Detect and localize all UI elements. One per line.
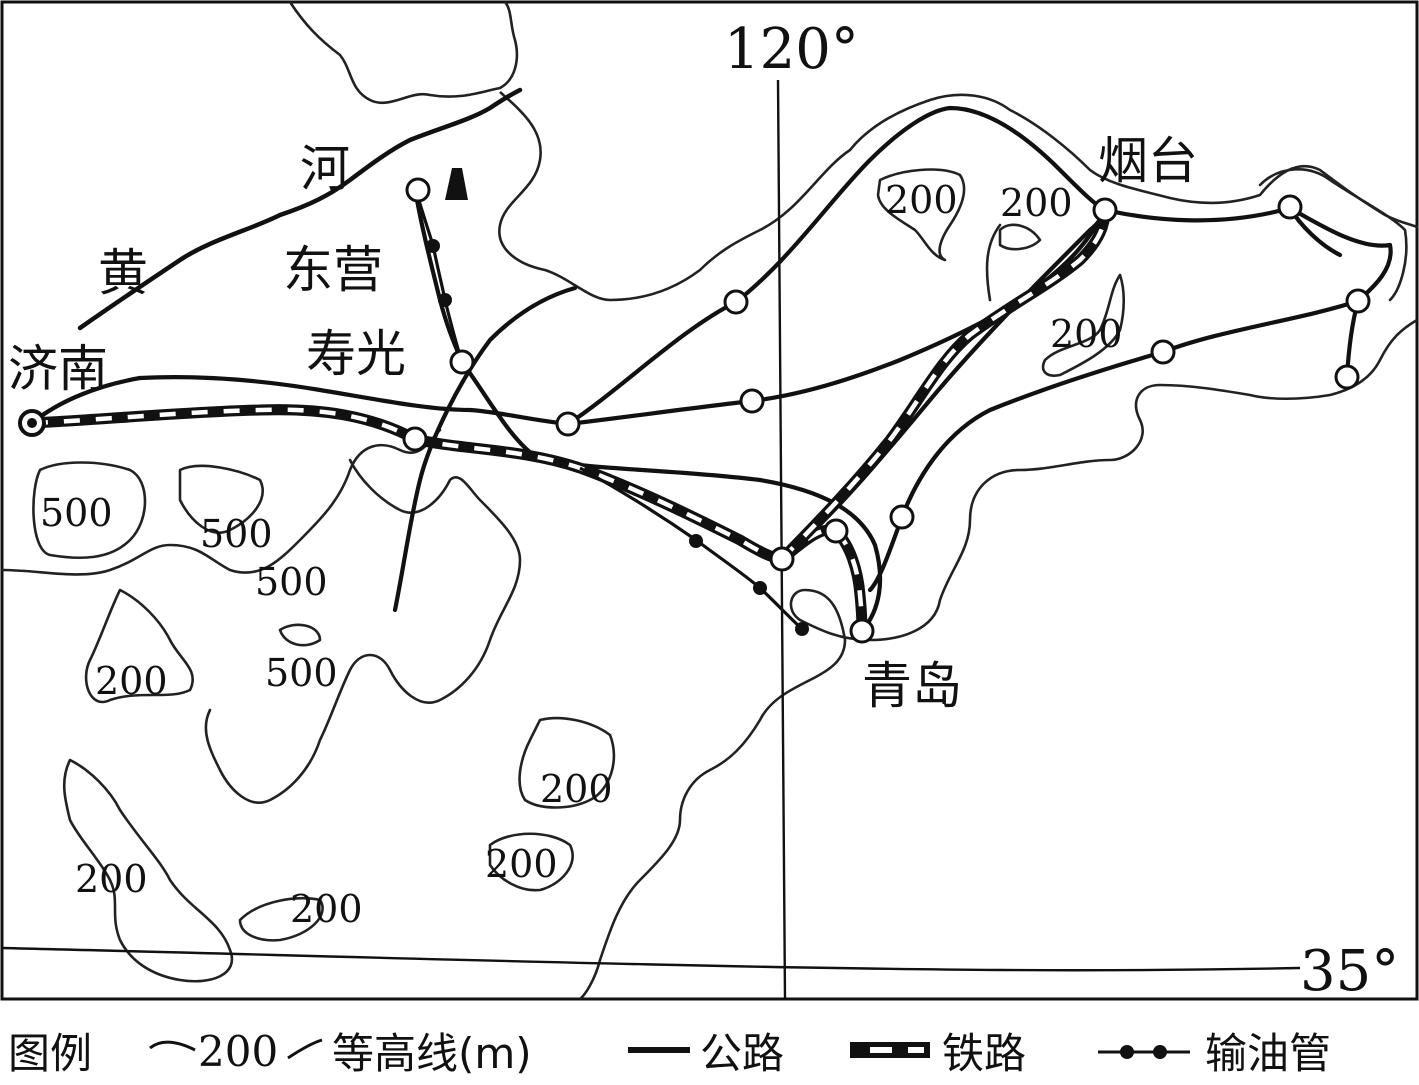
town-node bbox=[1277, 194, 1303, 220]
town-node bbox=[723, 289, 749, 315]
yellow-river bbox=[77, 87, 523, 331]
town-node bbox=[823, 518, 849, 544]
town-node bbox=[1150, 339, 1176, 365]
town-node bbox=[889, 504, 915, 530]
label-meridian-120: 120° bbox=[724, 17, 859, 82]
legend: 图例 200 等高线(m) 公路 铁路 输油管 bbox=[8, 1027, 1331, 1078]
legend-road-label: 公路 bbox=[700, 1029, 784, 1078]
city-jinan-center bbox=[27, 418, 37, 428]
meridian-120 bbox=[776, 79, 787, 1000]
contour-label: 200 bbox=[1000, 181, 1073, 225]
contour-label: 200 bbox=[290, 887, 363, 931]
label-jinan: 济南 bbox=[8, 340, 108, 398]
label-qingdao: 青岛 bbox=[862, 657, 962, 715]
city-yantai bbox=[1092, 197, 1118, 223]
railway-network bbox=[26, 204, 1111, 637]
city-nodes bbox=[18, 177, 1371, 644]
town-node bbox=[1345, 288, 1371, 314]
legend-railway-icon bbox=[850, 1042, 930, 1058]
label-yellow-river-huang: 黄 bbox=[98, 244, 148, 302]
legend-railway-label: 铁路 bbox=[942, 1029, 1026, 1078]
contour-label: 200 bbox=[75, 857, 148, 901]
legend-contour-sample-icon bbox=[149, 1040, 196, 1052]
contour-label: 200 bbox=[885, 178, 958, 222]
legend-contour-label: 等高线(m) bbox=[332, 1029, 532, 1078]
label-shouguang: 寿光 bbox=[306, 325, 406, 383]
town-node bbox=[402, 426, 428, 452]
label-yellow-river-he: 河 bbox=[300, 140, 350, 198]
contour-label: 200 bbox=[95, 659, 168, 703]
city-shouguang bbox=[449, 349, 475, 375]
legend-contour-value: 200 bbox=[198, 1027, 278, 1076]
legend-pipeline-icon bbox=[1098, 1045, 1190, 1059]
oil-pipelines bbox=[413, 187, 809, 636]
contour-labels: 200 200 200 500 500 500 500 200 200 200 … bbox=[40, 178, 1123, 931]
legend-title: 图例 bbox=[8, 1029, 92, 1078]
contour-lines bbox=[0, 168, 1408, 983]
city-dongying bbox=[405, 177, 431, 203]
town-node bbox=[1334, 364, 1360, 390]
label-dongying: 东营 bbox=[283, 241, 383, 299]
label-yantai: 烟台 bbox=[1098, 132, 1198, 190]
oil-field-icon bbox=[445, 168, 468, 200]
contour-label: 500 bbox=[255, 560, 328, 604]
contour-label: 200 bbox=[485, 842, 558, 886]
town-node bbox=[739, 388, 765, 414]
town-node bbox=[555, 411, 581, 437]
coastline bbox=[288, 1, 1419, 1001]
legend-contour-tail-icon bbox=[287, 1038, 323, 1060]
contour-label: 500 bbox=[200, 512, 273, 556]
label-parallel-35: 35° bbox=[1300, 939, 1399, 1004]
town-node bbox=[769, 546, 795, 572]
contour-label: 500 bbox=[265, 651, 338, 695]
contour-label: 200 bbox=[1050, 312, 1123, 356]
parallel-35 bbox=[1, 946, 1301, 972]
legend-pipeline-label: 输油管 bbox=[1205, 1029, 1331, 1078]
city-qingdao bbox=[849, 618, 875, 644]
map-frame bbox=[0, 0, 1419, 1001]
contour-label: 200 bbox=[540, 767, 613, 811]
contour-label: 500 bbox=[40, 491, 113, 535]
